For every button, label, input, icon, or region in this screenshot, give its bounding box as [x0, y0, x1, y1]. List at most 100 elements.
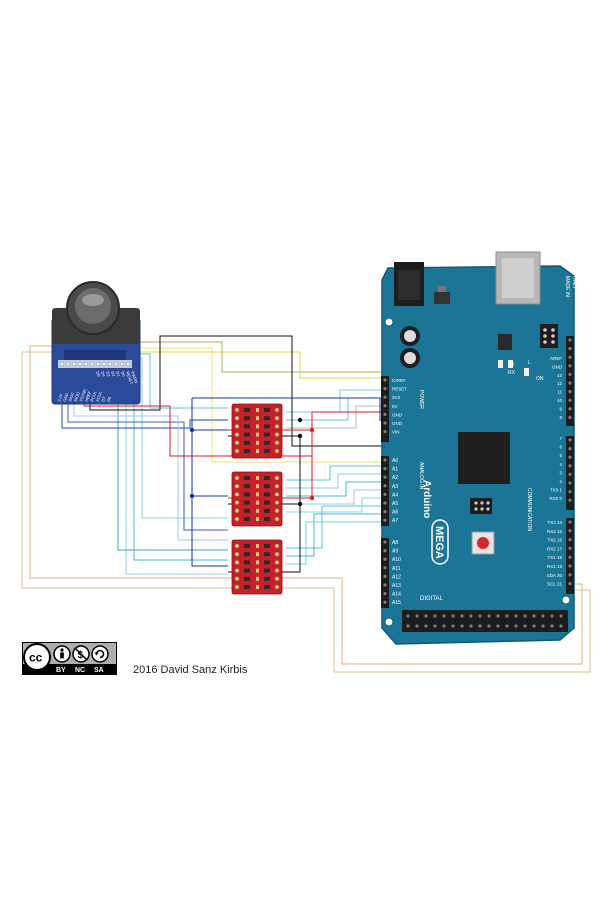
analog-pin-label: A3	[392, 484, 398, 490]
digital-pin-label: GND	[552, 364, 563, 369]
camera-lens-glass	[82, 294, 104, 306]
analog-pin-label: A1	[392, 467, 398, 473]
analog-pin-label: A13	[392, 583, 401, 589]
comm-pin-label: RX2 17	[547, 546, 563, 551]
badge-sa: SA	[94, 667, 104, 674]
level-shifter-board	[231, 471, 283, 527]
analog-pin-label: A2	[392, 475, 398, 481]
analog-pin-label: A4	[392, 492, 398, 498]
icsp-header	[540, 324, 558, 348]
wire-outer-tan	[21, 351, 591, 673]
badge-by: BY	[56, 667, 66, 674]
camera-pin-label: SIOD	[73, 391, 81, 402]
power-section-label: POWER	[418, 390, 424, 409]
camera-pin-label: GND	[62, 392, 70, 402]
cc-icon	[23, 643, 51, 671]
camera-pin-label: D5	[95, 371, 102, 378]
analog-section-label: ANALOG IN	[418, 462, 424, 490]
digital-pin-label: 12	[557, 381, 563, 386]
arduino-mega: TX RX L ON Arduino MEGA MADE IN ITALY PO…	[381, 251, 577, 645]
wire-junctions	[189, 417, 315, 507]
wire-s2-e	[286, 497, 388, 513]
analog-pin-label: A10	[392, 557, 401, 563]
camera-pin-label: SIOC	[67, 391, 75, 402]
camera-pin-label: PWDN	[130, 371, 139, 384]
digital-pin-label: 7	[559, 436, 562, 441]
camera-pin-label: D1	[115, 371, 122, 378]
badge-nc: NC	[75, 667, 85, 674]
camera-pin-label: PCLK	[89, 391, 97, 403]
arduino-brand-label: Arduino	[421, 480, 432, 518]
analog-pin-label: A15	[392, 600, 401, 606]
analog-header-1	[381, 456, 389, 526]
led-label-tx: TX	[508, 362, 515, 368]
digital-pin-label: 8	[559, 415, 562, 420]
digital-pin-label: 13	[557, 373, 563, 378]
mega-logo: MEGA	[431, 519, 449, 565]
wire-s3-c	[286, 521, 388, 565]
led-label-l: L	[528, 360, 531, 366]
camera-pin-label: XCLK	[95, 391, 103, 403]
arduino-logo: Arduino	[421, 480, 432, 518]
comm-pin-label: RX1 19	[547, 564, 563, 569]
analog-pin-label: A8	[392, 540, 398, 546]
power-pin-label: IOREF	[392, 378, 406, 383]
camera-pin-label: D7	[100, 395, 107, 402]
wire-5v-blue-2	[192, 397, 388, 421]
analog-pin-label: A9	[392, 549, 398, 555]
header-pins	[383, 338, 572, 628]
analog-pin-label: A6	[392, 510, 398, 516]
wire-blue-1	[61, 402, 228, 429]
power-pin-label: VIN	[392, 430, 400, 435]
camera-pin-label: D4	[100, 371, 107, 378]
comm-pin-label: SCL 21	[547, 582, 562, 587]
digital-double-header	[402, 610, 568, 632]
digital-section-label: DIGITAL	[420, 596, 444, 602]
level-shifters	[231, 403, 283, 595]
analog-pin-label: A12	[392, 574, 401, 580]
wire-s3-a	[286, 505, 388, 549]
camera-pin-label: D0	[120, 371, 127, 378]
power-pin-label: RESET	[392, 387, 407, 392]
wire-5v-blue	[191, 398, 228, 567]
wire-s2-c	[286, 481, 388, 497]
wire-blue-2	[67, 402, 228, 531]
digital-pin-label: 4	[559, 462, 562, 467]
camera-pin-label: D3	[105, 371, 112, 378]
wire-s2-a	[286, 465, 388, 481]
camera-pin-label: D2	[110, 371, 117, 378]
comm-pin-label: TX3 14	[547, 520, 562, 525]
author-credit: 2016 David Sanz Kirbis	[133, 664, 248, 676]
country-label: ITALY	[571, 276, 577, 290]
digital-pin-label: 6	[559, 445, 562, 450]
sa-icon	[91, 645, 109, 663]
wire-s2-b	[286, 473, 388, 489]
wire-outer-orange	[29, 345, 583, 665]
analog-header-2	[381, 538, 389, 608]
communication-section-label: COMMUNICATION	[526, 488, 532, 531]
comm-pin-label: TX2 16	[547, 538, 562, 543]
analog-pin-label: A0	[392, 458, 398, 464]
power-header	[381, 376, 389, 442]
level-shifter-board	[231, 403, 283, 459]
digital-pin-label: AREF	[550, 356, 562, 361]
camera-pin-label: D6	[106, 395, 113, 402]
camera-pin-label: VSYNC	[78, 388, 87, 403]
camera-pin-label: HREF	[84, 390, 93, 402]
arduino-model-label: MEGA	[433, 526, 445, 559]
analog-pin-label: A11	[392, 566, 401, 572]
wire-3v3-red	[83, 402, 388, 457]
power-pin-label: 3V3	[392, 395, 401, 400]
digital-pin-label: 5	[559, 453, 562, 458]
digital-pin-label: TX0 1	[550, 488, 563, 493]
camera-pin-label: RESET	[125, 371, 134, 386]
digital-pin-label: 10	[557, 398, 563, 403]
camera-pin-label: 3.3V	[56, 393, 64, 403]
usb-chip	[498, 334, 512, 350]
wire-s1-a	[286, 389, 388, 413]
wire-s1-b	[286, 397, 388, 421]
